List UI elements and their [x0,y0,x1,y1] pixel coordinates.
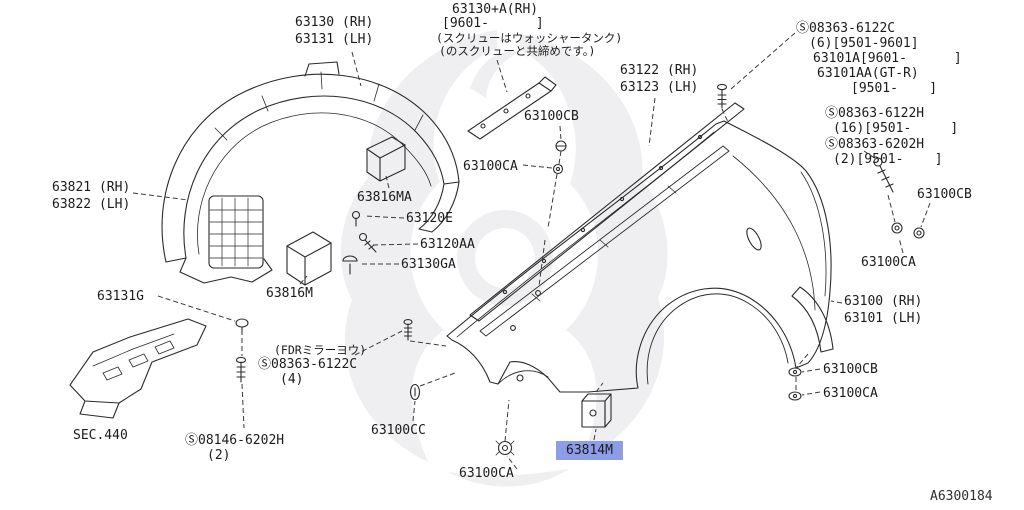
label-s08363-6122h[interactable]: Ⓢ08363-6122H [825,106,925,121]
label-63131g[interactable]: 63131G [97,289,144,304]
label-63100-rh[interactable]: 63100 (RH) [844,294,923,309]
label-63130a-rh[interactable]: 63130+A(RH) [452,2,539,17]
diagram-code: A6300184 [930,489,993,504]
note-washer-tank-screw-jp: (スクリューはウォッシャータンク) [436,31,623,45]
label-63814m-selected[interactable]: 63814M [556,441,623,460]
label-63100ca-lower-center[interactable]: 63100CA [459,466,514,481]
hood-rail-63122-drawing [469,102,745,337]
note-screw-cofastened-jp: (のスクリューと共締めです。) [439,44,596,58]
label-63130a-date-range: [9601- ] [442,16,544,31]
label-63122-rh[interactable]: 63122 (RH) [620,63,699,78]
label-63100cb-upper[interactable]: 63100CB [524,109,579,124]
label-63101aa-date-range: [9501- ] [851,81,938,96]
sec440-bracket-drawing [69,318,207,419]
label-63130ga[interactable]: 63130GA [401,257,456,272]
leader-lines [132,32,931,470]
arch-molding-drawing [791,286,834,353]
label-s08146-6202h-qty: (2) [207,448,231,463]
label-s08363-6122c-fdr-qty: (4) [280,372,304,387]
block-63816m-drawing [286,231,332,286]
block-63816ma-drawing [366,136,406,182]
label-63100ca-upper[interactable]: 63100CA [463,159,518,174]
label-s08363-6122h-qty-range: (16)[9501- ] [833,121,959,136]
label-s08146-6202h[interactable]: Ⓢ08146-6202H [185,433,285,448]
label-s08363-6122c-fdr[interactable]: Ⓢ08363-6122C [258,357,358,372]
label-63120aa[interactable]: 63120AA [420,237,475,252]
label-63100ca-right[interactable]: 63100CA [861,255,916,270]
label-sec-440[interactable]: SEC.440 [73,428,128,443]
watermark-emblem [340,30,668,487]
label-63100cb-lower-right[interactable]: 63100CB [823,362,878,377]
label-63131-lh[interactable]: 63131 (LH) [295,32,374,47]
strip-63130a-drawing [467,76,557,140]
bracket-63814m-drawing [581,393,612,428]
note-fdr-mirror-jp: (FDRミラーヨウ) [274,343,367,357]
label-63821-rh[interactable]: 63821 (RH) [52,180,131,195]
fender-liner-drawing [161,61,460,284]
label-63100cc[interactable]: 63100CC [371,423,426,438]
label-63100cb-right[interactable]: 63100CB [917,187,972,202]
label-63101a[interactable]: 63101A[9601- ] [813,51,962,66]
label-63123-lh[interactable]: 63123 (LH) [620,80,699,95]
label-63822-lh[interactable]: 63822 (LH) [52,197,131,212]
fasteners-drawing [235,83,925,456]
label-s08363-6122c[interactable]: Ⓢ08363-6122C [796,21,896,36]
label-s08363-6122c-qty-range: (6)[9501-9601] [809,36,919,51]
label-63120e[interactable]: 63120E [406,211,453,226]
label-63101-lh[interactable]: 63101 (LH) [844,311,923,326]
label-63101aa-gtr[interactable]: 63101AA(GT-R) [817,66,919,81]
label-63816ma[interactable]: 63816MA [357,190,412,205]
label-63816m[interactable]: 63816M [266,286,313,301]
label-s08363-6202h[interactable]: Ⓢ08363-6202H [825,137,925,152]
label-63130-rh[interactable]: 63130 (RH) [295,15,374,30]
label-s08363-6202h-qty-range: (2)[9501- ] [833,152,943,167]
label-63100ca-lower-right[interactable]: 63100CA [823,386,878,401]
